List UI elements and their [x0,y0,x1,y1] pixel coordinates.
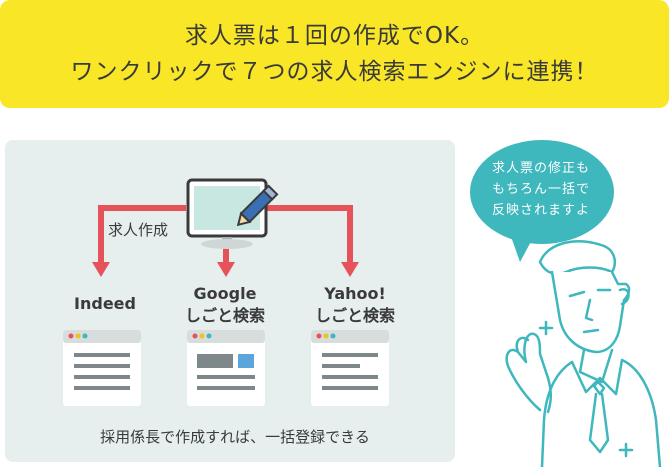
bubble-line-3: 反映されますよ [491,203,590,218]
site-label-google: Google しごと検索 [170,283,280,327]
site-label-indeed: Indeed [60,293,150,315]
arrow-heads [92,262,359,277]
bubble-line-1: 求人票の修正も [491,161,590,176]
diagram-caption: 採用係長で作成すれば、一括登録できる [100,428,370,446]
browser-window-indeed [63,330,141,406]
site-name-indeed: Indeed [74,294,136,313]
speech-bubble [470,140,614,262]
create-job-label: 求人作成 [108,221,169,239]
man-illustration [505,240,662,467]
headline-line-1: 求人票は１回の作成でOK。 [184,23,485,49]
site-name-google: Google [193,284,257,303]
site-subname-google: しごと検索 [184,306,265,325]
headline-line-2: ワンクリックで７つの求人検索エンジンに連携！ [70,59,599,85]
site-label-yahoo: Yahoo! しごと検索 [300,283,410,327]
site-name-yahoo: Yahoo! [324,284,386,303]
site-subname-yahoo: しごと検索 [314,306,395,325]
browser-window-yahoo [311,330,389,406]
bubble-line-2: もちろん一括で [491,182,590,197]
browser-window-google [187,330,265,406]
headline-banner: 求人票は１回の作成でOK。 ワンクリックで７つの求人検索エンジンに連携！ [0,0,669,108]
pencil-icon [236,184,279,227]
speech-bubble-text: 求人票の修正も もちろん一括で 反映されますよ [476,158,606,221]
